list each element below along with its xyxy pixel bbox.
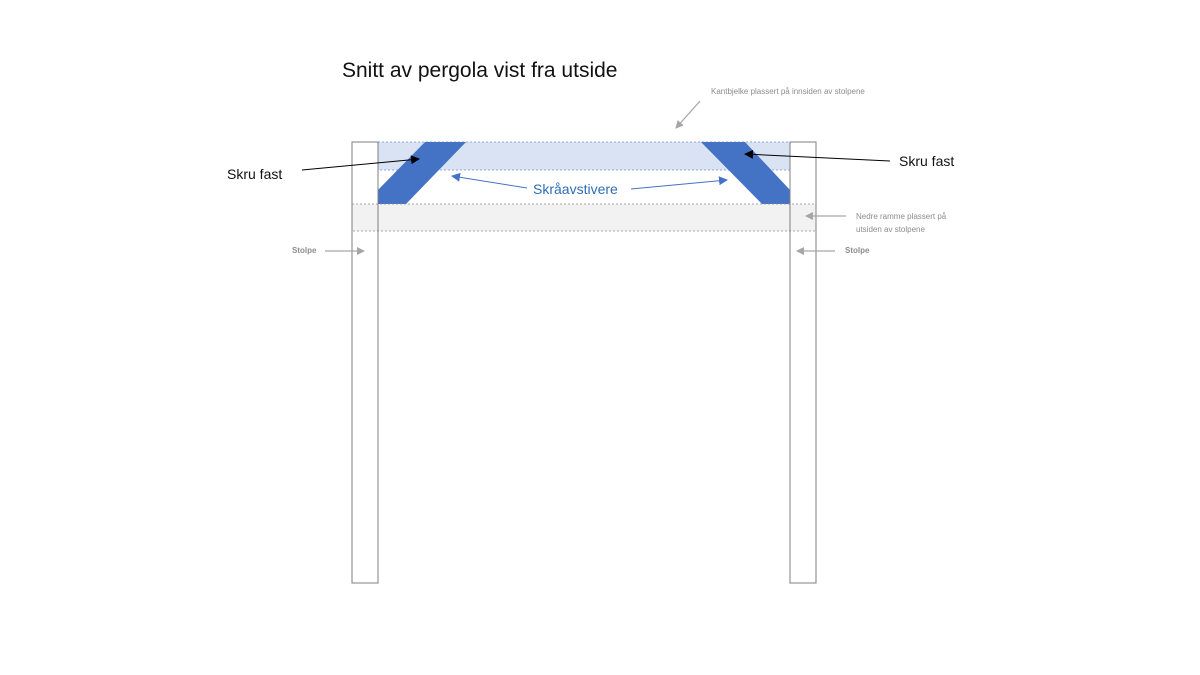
skru-fast-left-arrow (301, 155, 420, 171)
skru-fast-right-arrow (744, 149, 891, 162)
stolpe-right-label: Stolpe (845, 246, 870, 255)
kantbjelke-callout-arrow (675, 100, 701, 129)
nedre-ramme-label-line1: Nedre ramme plassert på (856, 212, 947, 221)
stolpe-left-label: Stolpe (292, 246, 317, 255)
brace-right-arrow (630, 176, 728, 190)
diagonal-brace-left (378, 142, 466, 204)
skru-fast-left-label: Skru fast (227, 166, 283, 182)
skraaavstivere-label: Skråavstivere (533, 181, 618, 197)
post-right (789, 141, 817, 584)
brace-left-arrow (451, 172, 528, 189)
skru-fast-right-label: Skru fast (899, 153, 955, 169)
nedre-ramme-label-line2: utsiden av stolpene (856, 225, 925, 234)
nedre-ramme-label: Nedre ramme plassert på utsiden av stolp… (856, 210, 946, 236)
diagonal-brace-right (701, 142, 790, 204)
lower-frame (351, 203, 817, 232)
diagram-title: Snitt av pergola vist fra utside (342, 59, 618, 82)
post-left (351, 141, 379, 584)
kantbjelke-label: Kantbjelke plassert på innsiden av stolp… (711, 87, 865, 96)
